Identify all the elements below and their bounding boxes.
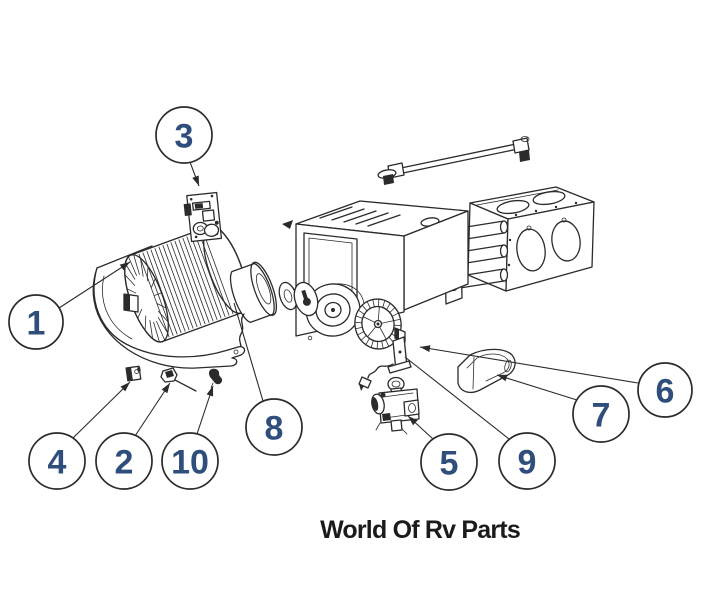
callout-number-6: 6 bbox=[656, 373, 675, 411]
leader-line-8 bbox=[233, 302, 264, 402]
leader-line-6 bbox=[419, 346, 639, 384]
leader-arrow-7 bbox=[497, 374, 508, 382]
motor-grommet-small bbox=[278, 281, 298, 311]
callout-circle-2-mounting-screw bbox=[95, 432, 153, 490]
leader-arrow-5 bbox=[408, 416, 418, 426]
electrode-wire bbox=[358, 363, 394, 391]
furnace-body bbox=[282, 200, 469, 341]
limit-switch bbox=[125, 365, 142, 382]
callout-circle-3-ignition-control-board bbox=[155, 106, 213, 164]
leader-arrow-6 bbox=[420, 345, 431, 352]
callout-number-4: 4 bbox=[48, 444, 67, 482]
leader-arrow-4 bbox=[120, 382, 130, 392]
motor-grommet-large bbox=[293, 281, 319, 317]
leader-arrow-2 bbox=[161, 383, 170, 394]
callout-circle-10-retainer-clip bbox=[161, 432, 219, 490]
ignition-control-board bbox=[183, 191, 223, 243]
leader-arrow-1 bbox=[119, 262, 130, 271]
callout-number-8: 8 bbox=[265, 410, 284, 448]
leader-line-1 bbox=[58, 261, 131, 309]
callout-number-1: 1 bbox=[27, 305, 46, 343]
leader-line-9 bbox=[404, 356, 510, 440]
vent-bracket bbox=[457, 348, 516, 394]
callout-circle-8-motor-grommet bbox=[245, 398, 303, 456]
blower-scroll bbox=[305, 283, 361, 337]
blower-motor bbox=[229, 261, 278, 324]
sail-switch bbox=[387, 327, 412, 374]
leader-line-2 bbox=[134, 382, 171, 437]
gas-valve bbox=[371, 376, 420, 435]
callout-number-5: 5 bbox=[440, 445, 459, 483]
leader-line-4 bbox=[72, 381, 131, 439]
motor-wire bbox=[238, 313, 245, 351]
callout-circle-9-sail-switch-bracket bbox=[498, 432, 556, 490]
gas-supply-tube-icon bbox=[377, 136, 530, 185]
callout-circle-6-sail-switch bbox=[637, 362, 693, 418]
outer-casing bbox=[467, 186, 595, 292]
callout-layer: 1 2 3 4 5 6 7 8 9 10 bbox=[8, 106, 693, 491]
brand-text: World Of Rv Parts bbox=[320, 516, 521, 544]
callout-number-10: 10 bbox=[171, 444, 209, 482]
callout-circle-1-blower-assembly bbox=[8, 294, 64, 350]
callout-circle-7-vent-bracket bbox=[572, 385, 630, 443]
callout-circle-4-limit-switch bbox=[28, 432, 86, 490]
callout-number-7: 7 bbox=[592, 397, 611, 435]
leader-line-7 bbox=[496, 374, 578, 401]
callout-number-3: 3 bbox=[175, 118, 194, 156]
leader-arrow-3 bbox=[192, 175, 199, 186]
retainer-clip bbox=[208, 368, 223, 389]
mounting-screw bbox=[160, 367, 197, 392]
blower-mount-cradle bbox=[92, 245, 246, 369]
callout-number-9: 9 bbox=[518, 444, 537, 482]
callout-circle-5-gas-valve bbox=[420, 433, 478, 491]
leader-arrow-10 bbox=[206, 386, 214, 397]
blower-wheel bbox=[124, 225, 248, 343]
detail-arrow bbox=[282, 220, 293, 229]
callout-number-2: 2 bbox=[115, 444, 134, 482]
